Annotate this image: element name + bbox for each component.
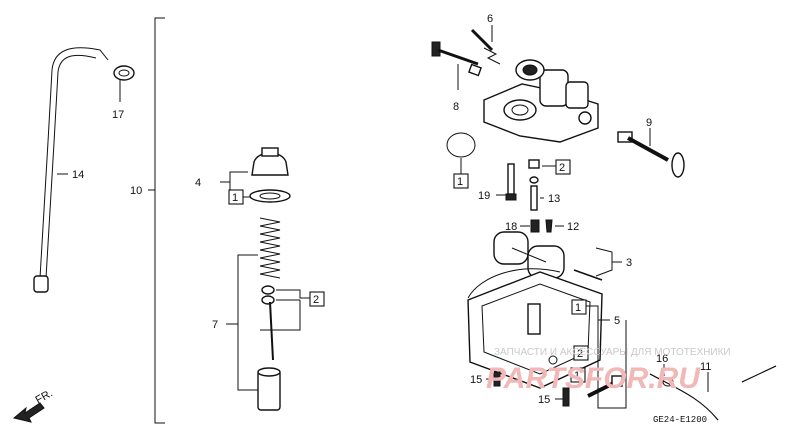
jet-13 [528,159,540,211]
drain-screw [587,375,623,398]
label-18: 18 [505,221,517,233]
throttle-cap-4 [249,147,291,203]
valve-9 [617,131,685,178]
short-tube [741,365,777,383]
label-13: 13 [548,193,560,205]
bracket-10 [154,17,165,424]
label-9: 9 [646,117,652,129]
spring [259,217,281,279]
ref-box-1-text: 1 [232,192,238,204]
bracket-5 [586,305,627,409]
ref-box-2-b [555,159,571,175]
ref-box-2-a [309,291,325,307]
jet-12 [545,219,553,233]
screw-8 [431,41,482,77]
ref-box-1-d-text: 1 [574,370,580,382]
front-label: FR. [34,387,55,406]
label-5: 5 [614,315,620,327]
ref-box-1-c [571,299,587,315]
carburetor-body [483,59,599,143]
jet-18 [530,219,540,233]
ref-box-1-d [570,367,586,383]
ref-box-1-c-text: 1 [575,302,581,314]
label-11: 11 [700,361,711,373]
clip-17 [113,65,135,102]
throttle-slide [257,367,281,411]
ref-box-1-b-text: 1 [457,176,463,188]
clip-16 [662,377,674,387]
tube-14 [33,47,109,293]
label-17: 17 [112,109,124,121]
label-6: 6 [487,13,493,25]
label-3: 3 [626,257,632,269]
front-arrow: FR. [12,387,55,423]
diagram-code: GE24-E1200 [653,415,707,425]
jet-19 [505,163,517,201]
label-16: 16 [656,353,668,365]
float-bowl-5 [467,268,603,389]
float-3 [493,231,603,281]
label-12: 12 [567,221,579,233]
label-15-a: 15 [470,374,482,386]
ref-box-2-b-text: 2 [559,162,565,174]
label-15-b: 15 [538,394,550,406]
ref-box-2-a-text: 2 [313,294,319,306]
label-8: 8 [453,101,459,113]
screw-6 [470,28,501,65]
label-4: 4 [195,177,201,189]
watermark-logo: PARTSFOR.RU [486,362,701,395]
needle-clip [261,285,275,361]
screw-15-b [562,387,570,407]
watermark-caption: ЗАПЧАСТИ И АКСЕССУАРЫ ДЛЯ МОТОТЕХНИКИ [494,347,731,358]
label-19: 19 [478,190,490,202]
label-10: 10 [130,185,142,197]
label-7: 7 [212,319,218,331]
tube-11 [649,373,719,421]
label-14: 14 [72,169,84,181]
bracket-7 [237,254,258,391]
ref-box-2-c [573,345,589,361]
ref-box-2-c-text: 2 [577,348,583,360]
oring [446,132,476,158]
ref-box-1-b [453,173,469,189]
